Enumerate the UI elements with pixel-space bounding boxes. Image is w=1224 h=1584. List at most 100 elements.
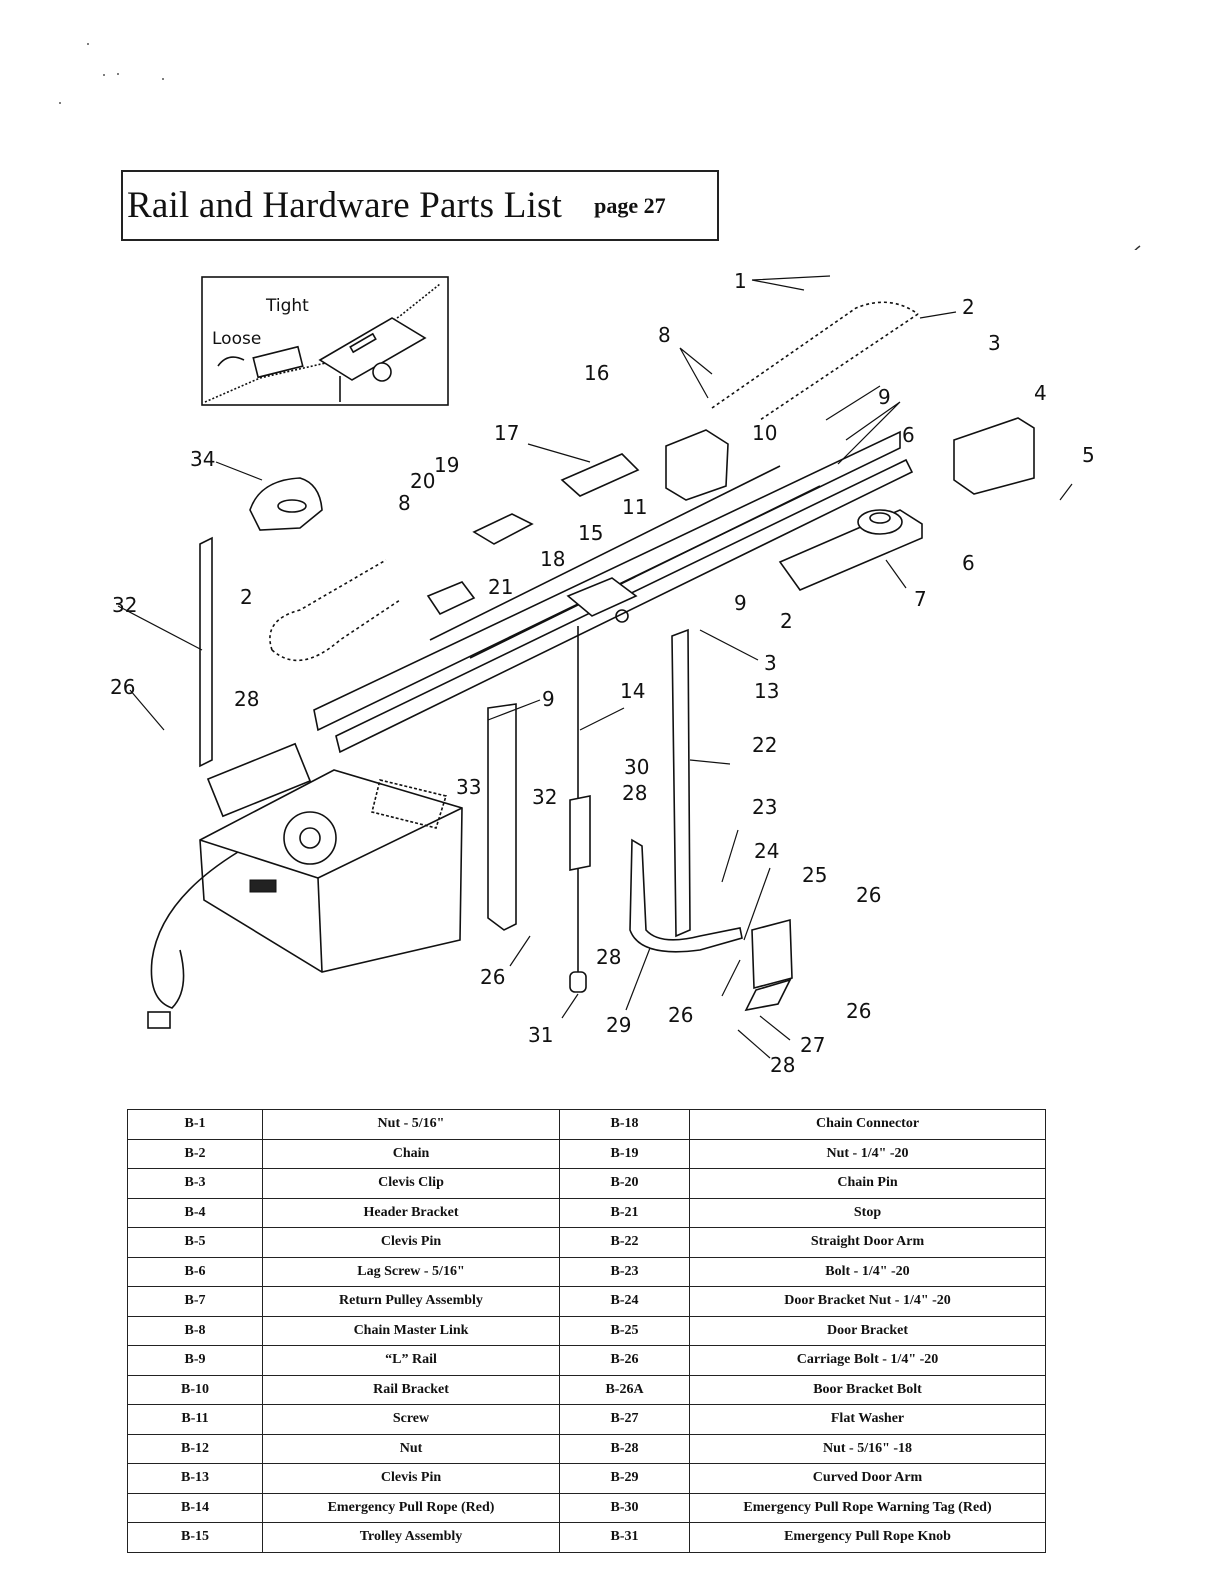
callout-numbers: 1 2 3 4 5 6 6 7 8 8 9 9 9 10 11 2 3 13 1…: [110, 269, 1095, 1077]
callout-14: 14: [620, 679, 645, 703]
callout-13: 13: [754, 679, 779, 703]
callout-6b: 6: [962, 551, 975, 575]
part-description: Emergency Pull Rope Warning Tag (Red): [689, 1492, 1046, 1523]
callout-28a: 28: [770, 1053, 795, 1077]
part-description: Emergency Pull Rope (Red): [262, 1492, 560, 1523]
callout-32b: 32: [532, 785, 557, 809]
part-description: Boor Bracket Bolt: [689, 1374, 1046, 1405]
part-number: B-20: [559, 1168, 690, 1199]
callout-9c: 9: [542, 687, 555, 711]
part-description: Screw: [262, 1404, 560, 1435]
callout-10: 10: [752, 421, 777, 445]
part-description: Nut: [262, 1433, 560, 1464]
part-number: B-26: [559, 1345, 690, 1376]
callout-18: 18: [540, 547, 565, 571]
part-description: Return Pulley Assembly: [262, 1286, 560, 1317]
trolley: [566, 577, 638, 623]
callout-leaders: [117, 275, 1073, 1059]
part-description: Chain Master Link: [262, 1315, 560, 1346]
callout-2b: 2: [240, 585, 253, 609]
rail-bracket: [665, 429, 729, 501]
part-number: B-11: [127, 1404, 263, 1435]
return-pulley: [778, 509, 923, 591]
chain-connector: [472, 453, 640, 545]
part-description: Chain Connector: [689, 1109, 1046, 1140]
part-number: B-15: [127, 1522, 263, 1553]
callout-19: 19: [434, 453, 459, 477]
callout-28b: 28: [622, 781, 647, 805]
page-title: Rail and Hardware Parts List: [127, 185, 563, 226]
light-cover: [249, 477, 323, 531]
power-head-unit: [147, 742, 463, 1029]
emergency-pull-rope: [569, 626, 591, 993]
callout-26e: 26: [110, 675, 135, 699]
callout-9: 9: [878, 385, 891, 409]
callout-29: 29: [606, 1013, 631, 1037]
callout-27: 27: [800, 1033, 825, 1057]
part-description: Stop: [689, 1197, 1046, 1228]
callout-3b: 3: [764, 651, 777, 675]
part-number: B-9: [127, 1345, 263, 1376]
callout-11: 11: [622, 495, 647, 519]
header-bracket: [953, 417, 1035, 495]
exploded-parts-diagram: Tight Loose: [110, 269, 1095, 1077]
callout-26b: 26: [846, 999, 871, 1023]
part-description: Flat Washer: [689, 1404, 1046, 1435]
callout-23: 23: [752, 795, 777, 819]
part-number: B-26A: [559, 1374, 690, 1405]
part-description: Curved Door Arm: [689, 1463, 1046, 1494]
callout-6: 6: [902, 423, 915, 447]
part-description: Bolt - 1/4" -20: [689, 1256, 1046, 1287]
callout-24: 24: [754, 839, 779, 863]
callout-5: 5: [1082, 443, 1095, 467]
page-number: page 27: [594, 192, 666, 218]
part-number: B-31: [559, 1522, 690, 1553]
chain-lower: [269, 559, 401, 662]
part-number: B-19: [559, 1138, 690, 1169]
mounting-straps: [199, 536, 517, 931]
callout-26a: 26: [856, 883, 881, 907]
inset-label-tight: Tight: [265, 296, 309, 316]
part-number: B-10: [127, 1374, 263, 1405]
callout-25: 25: [802, 863, 827, 887]
callout-9b: 9: [734, 591, 747, 615]
door-arms: [629, 628, 743, 953]
part-number: B-24: [559, 1286, 690, 1317]
callout-22: 22: [752, 733, 777, 757]
part-description: Carriage Bolt - 1/4" -20: [689, 1345, 1046, 1376]
part-description: Straight Door Arm: [689, 1227, 1046, 1258]
callout-17: 17: [494, 421, 519, 445]
part-description: Trolley Assembly: [262, 1522, 560, 1553]
part-number: B-3: [127, 1168, 263, 1199]
title-box: Rail and Hardware Parts List page 27: [121, 170, 719, 241]
callout-32a: 32: [112, 593, 137, 617]
part-number: B-7: [127, 1286, 263, 1317]
scan-specks: [59, 43, 1141, 250]
callout-26d: 26: [480, 965, 505, 989]
part-number: B-12: [127, 1433, 263, 1464]
part-description: “L” Rail: [262, 1345, 560, 1376]
callout-26c: 26: [668, 1003, 693, 1027]
callout-30: 30: [624, 755, 649, 779]
part-description: Rail Bracket: [262, 1374, 560, 1405]
part-description: Door Bracket Nut - 1/4" -20: [689, 1286, 1046, 1317]
callout-15: 15: [578, 521, 603, 545]
part-number: B-27: [559, 1404, 690, 1435]
part-description: Chain Pin: [689, 1168, 1046, 1199]
callout-34: 34: [190, 447, 215, 471]
part-number: B-18: [559, 1109, 690, 1140]
callout-28c: 28: [596, 945, 621, 969]
